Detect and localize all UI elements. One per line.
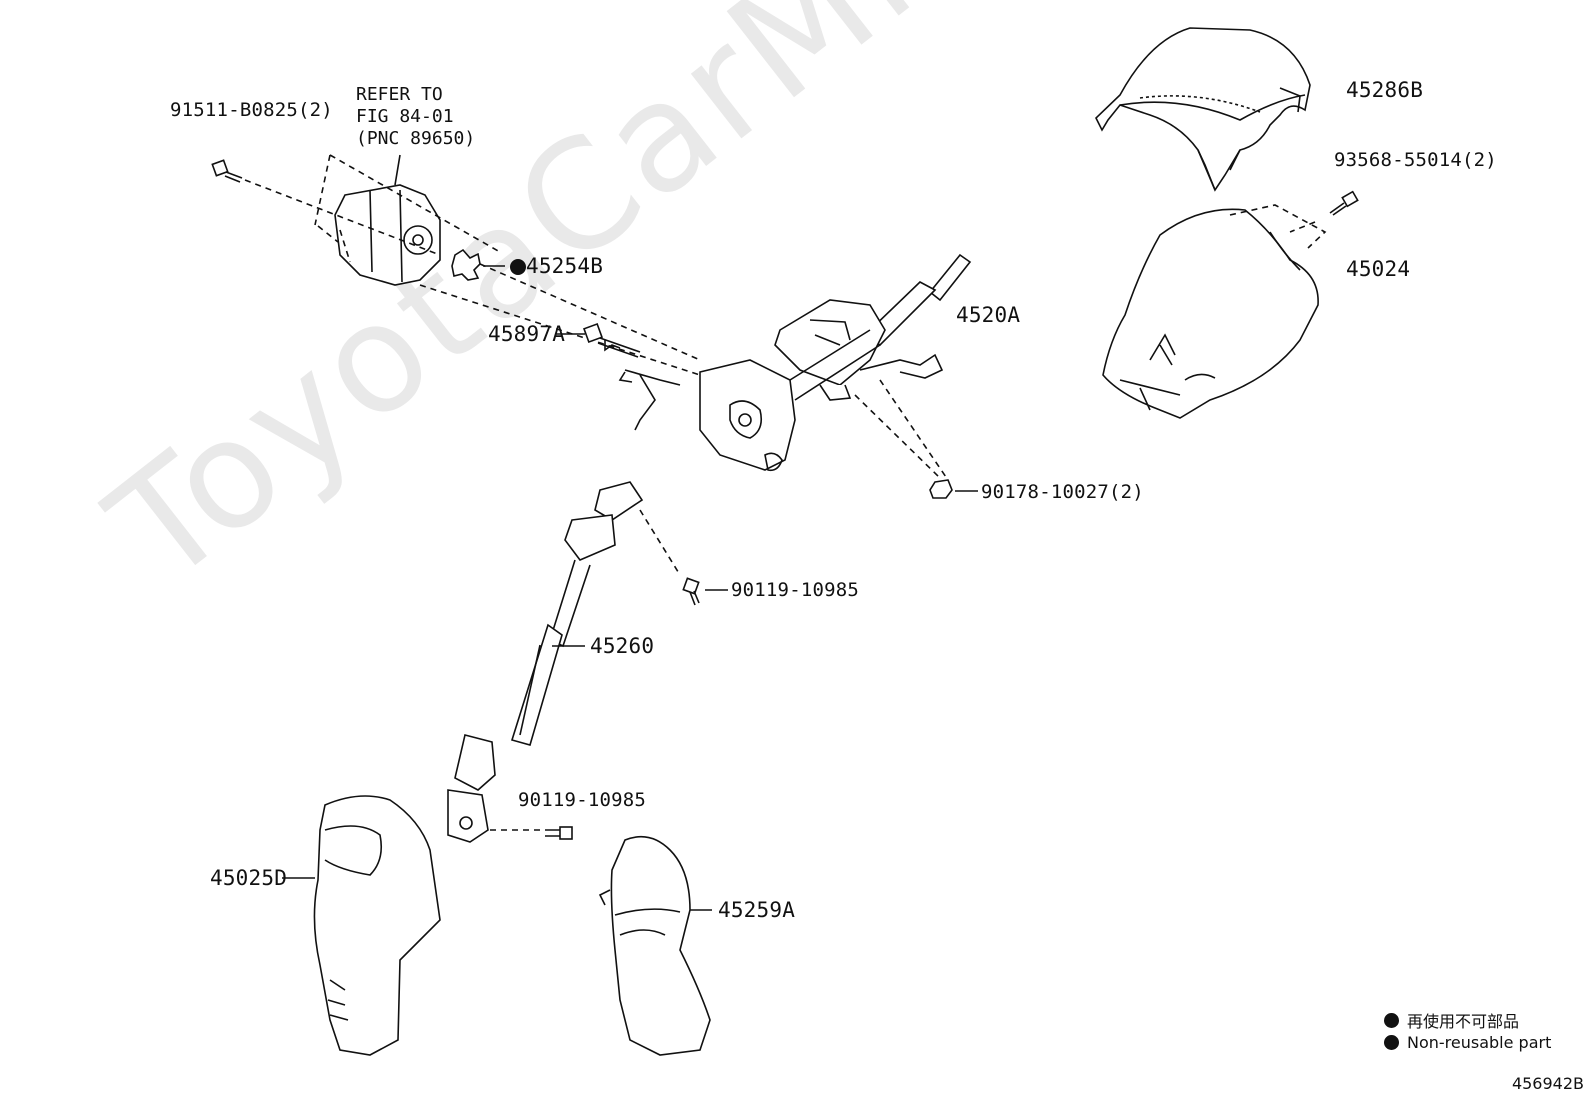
steering-column-assembly-drawing <box>618 253 972 472</box>
column-hole-cover-drawing <box>282 795 441 1056</box>
coupler-45254B-drawing <box>451 248 701 361</box>
part-label-45260[interactable]: 45260 <box>590 634 655 658</box>
part-label-45259A[interactable]: 45259A <box>718 898 796 922</box>
non-reusable-dot-icon <box>510 259 526 275</box>
part-label-93568[interactable]: 93568-55014(2) <box>1334 149 1497 171</box>
intermediate-shaft-drawing <box>447 481 681 843</box>
part-label-90119-upper[interactable]: 90119-10985 <box>731 579 860 601</box>
part-label-90178[interactable]: 90178-10027(2) <box>981 481 1144 503</box>
part-label-45024[interactable]: 45024 <box>1346 257 1411 281</box>
part-label-45254B[interactable]: 45254B <box>510 256 603 277</box>
column-shield-drawing <box>598 835 712 1056</box>
bolt-45897A-drawing <box>556 323 641 358</box>
part-label-45286B[interactable]: 45286B <box>1346 78 1424 102</box>
bolt-90119-upper-drawing <box>682 577 728 606</box>
part-label-4520A[interactable]: 4520A <box>956 303 1021 327</box>
legend-english: Non-reusable part <box>1384 1033 1551 1052</box>
non-reusable-dot-icon <box>1384 1012 1399 1028</box>
upper-column-cover-drawing <box>1095 27 1311 192</box>
reference-note: REFER TO FIG 84-01 (PNC 89650) <box>356 84 475 150</box>
lower-column-cover-drawing <box>1102 204 1327 419</box>
part-label-45025D[interactable]: 45025D <box>210 866 288 890</box>
screw-93568-drawing <box>1289 190 1359 233</box>
reference-note-line1: REFER TO <box>356 84 443 105</box>
part-label-90119-lower[interactable]: 90119-10985 <box>518 789 647 811</box>
part-label-91511[interactable]: 91511-B0825(2) <box>170 99 333 121</box>
part-number-45254B: 45254B <box>526 254 604 278</box>
bolt-91511-drawing <box>211 159 441 256</box>
reference-note-line3: (PNC 89650) <box>356 128 476 149</box>
part-label-45897A[interactable]: 45897A <box>488 322 566 346</box>
legend-english-text: Non-reusable part <box>1407 1033 1552 1052</box>
ignition-unit-drawing <box>314 154 701 376</box>
legend-japanese: 再使用不可部品 <box>1384 1008 1519 1032</box>
diagram-id: 456942B <box>1511 1074 1584 1093</box>
reference-note-line2: FIG 84-01 <box>356 106 454 127</box>
nut-90178-drawing <box>854 379 978 499</box>
bolt-90119-lower-drawing <box>545 826 573 840</box>
legend-japanese-text: 再使用不可部品 <box>1407 1012 1520 1031</box>
non-reusable-dot-icon <box>1384 1035 1399 1050</box>
